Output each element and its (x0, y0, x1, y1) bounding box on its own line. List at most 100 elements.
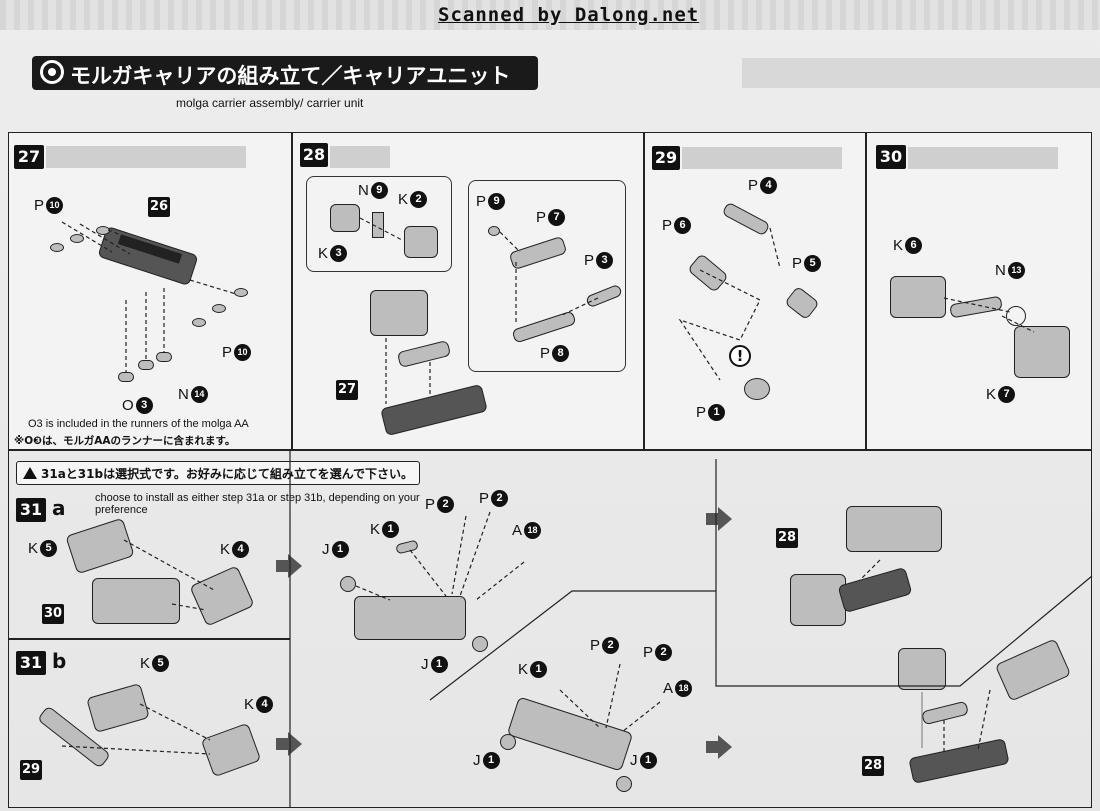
step-30-number: 30 (876, 145, 906, 169)
subassembly-box-k (306, 176, 452, 272)
dashed-guide (859, 559, 881, 581)
dashed-guide (459, 511, 491, 597)
dashed-guide (499, 231, 521, 253)
bleed-through-band (742, 58, 1100, 88)
ref-29: 29 (20, 760, 42, 780)
dashed-guide (1001, 315, 1035, 333)
dashed-guide (139, 703, 211, 741)
dashed-guide (79, 223, 131, 255)
flow-arrow-stem (706, 741, 718, 753)
part-pin (192, 318, 206, 327)
step-28-number: 28 (300, 143, 328, 167)
flow-arrow-icon (718, 507, 732, 531)
subassembly-box-p (468, 180, 626, 372)
section-subtitle: molga carrier assembly/ carrier unit (176, 96, 364, 110)
part-k6 (890, 276, 946, 318)
section-bullet-icon (40, 60, 64, 84)
flow-arrow-stem (706, 513, 718, 525)
dashed-guide (678, 269, 761, 381)
ref-28-top: 28 (776, 528, 798, 548)
part-clip (138, 360, 154, 370)
watermark: Scanned by Dalong.net (438, 4, 700, 26)
dashed-guide (359, 217, 403, 241)
part-31a-j1 (340, 576, 356, 592)
part-result-cabs (846, 506, 942, 552)
dashed-guide (123, 539, 215, 591)
dashed-guide (943, 297, 1011, 313)
section-title: モルガキャリアの組み立て／キャリアユニット (70, 64, 511, 88)
flow-arrow-stem (276, 560, 288, 572)
dashed-guide (605, 663, 621, 729)
step-27-header-ghost (46, 146, 246, 168)
dashed-guide (107, 229, 161, 251)
step-28-header-ghost (330, 146, 390, 168)
dashed-guide (451, 515, 467, 595)
dashed-guide (409, 549, 447, 597)
step-31-region (8, 450, 1092, 808)
ref-27: 27 (336, 380, 358, 400)
part-clip (118, 372, 134, 382)
divider-line (429, 575, 1093, 701)
dashed-guide (189, 279, 237, 295)
part-pin (70, 234, 84, 243)
part-result-b-cab (898, 648, 946, 690)
flow-arrow-icon (288, 554, 302, 578)
dashed-guide (171, 603, 207, 611)
part-31a-body (354, 596, 466, 640)
part-31b-j1-a (500, 734, 516, 750)
step-30-header-ghost (908, 147, 1058, 169)
choice-note: choose to install as either step 31a or … (95, 492, 420, 516)
part-31a-unit (92, 578, 180, 624)
dashed-guide (475, 561, 525, 601)
step-29-number: 29 (652, 146, 680, 170)
part-cab-assembled (370, 290, 428, 336)
note-o3-en: O3 is included in the runners of the mol… (28, 418, 249, 430)
caution-icon: ! (729, 345, 751, 367)
top-band (0, 0, 1100, 30)
dashed-guide (61, 745, 211, 755)
note-o3-jp: ※O❸は、モルガAAのランナーに含まれます。 (14, 435, 236, 447)
dashed-guide (559, 297, 599, 317)
part-k2 (404, 226, 438, 258)
flow-arrow-stem (276, 738, 288, 750)
step-31b-divider (8, 638, 290, 640)
part-pin (234, 288, 248, 297)
part-pin (50, 243, 64, 252)
step-31b-suffix: b (52, 649, 67, 673)
part-k3 (330, 204, 360, 232)
part-k7 (1014, 326, 1070, 378)
part-31a-j1-b (472, 636, 488, 652)
step-31a-suffix: a (52, 496, 66, 520)
dashed-guide (621, 701, 661, 733)
ref-30: 30 (42, 604, 64, 624)
